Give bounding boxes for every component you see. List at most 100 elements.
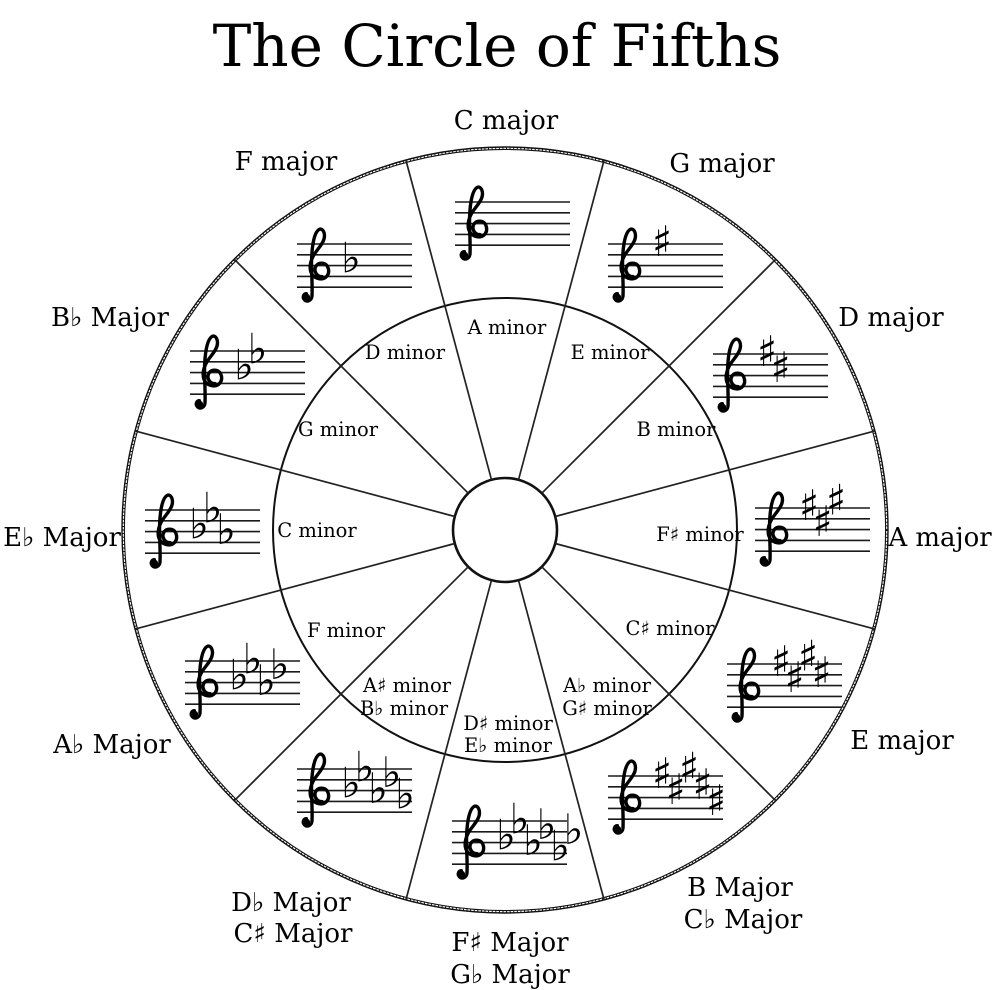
sector-e-major: E major C♯ minor ♯♯♯♯ <box>626 617 955 756</box>
sharp-icon: ♯ <box>826 476 846 525</box>
minor-key-label: B minor <box>637 418 717 441</box>
sector-a-major: A major F♯ minor ♯♯♯ <box>656 476 992 568</box>
minor-key-label: A♯ minor <box>362 674 452 697</box>
sector-divider <box>541 566 777 802</box>
sector-e-flat-major: E♭ Major C minor ♭♭♭ <box>3 483 357 570</box>
flat-icon: ♭ <box>341 234 361 283</box>
major-key-label: A♭ Major <box>52 730 171 760</box>
sector-d-flat-major: D♭ Major C♯ Major A♯ minor B♭ minor ♭♭♭♭… <box>231 674 452 949</box>
minor-key-label: G♯ minor <box>562 697 652 720</box>
sector-b-flat-major: B♭ Major G minor ♭♭ <box>51 303 379 441</box>
major-key-label: E♭ Major <box>3 523 121 553</box>
sharp-icon: ♯ <box>785 653 805 702</box>
sharp-icon: ♯ <box>757 327 777 376</box>
outer-circle-hatching <box>122 147 888 913</box>
sector-g-major: G major E minor ♯ <box>571 149 776 364</box>
minor-key-label: F minor <box>307 619 386 642</box>
sharp-icon: ♯ <box>812 648 832 697</box>
outer-circle <box>121 146 889 914</box>
key-signature-staff: ♯ <box>608 217 723 304</box>
flat-icon: ♭ <box>382 748 402 797</box>
flat-icon: ♭ <box>395 769 415 818</box>
sector-divider <box>541 258 777 494</box>
minor-key-label: E♭ minor <box>464 734 553 757</box>
sector-divider <box>233 566 469 802</box>
sector-divider <box>517 159 605 481</box>
key-signature-staff: ♯♯♯♯♯ <box>608 744 726 836</box>
sector-a-flat-major: A♭ Major F minor ♭♭♭♭ <box>52 619 386 760</box>
middle-circle <box>272 297 738 763</box>
sector-c-major: C major A minor <box>454 106 570 339</box>
sector-f-major: F major D minor ♭ <box>235 147 446 364</box>
sector-divider <box>405 579 493 901</box>
sharp-icon: ♯ <box>798 632 818 681</box>
major-key-label: F♯ Major <box>451 928 569 958</box>
key-signature-staff: ♭♭ <box>190 324 305 411</box>
flat-icon: ♭ <box>564 805 584 854</box>
major-key-label: B♭ Major <box>51 303 169 333</box>
sharp-icon: ♯ <box>666 765 686 814</box>
major-key-label: C♯ Major <box>233 919 353 949</box>
sector-divider <box>134 430 456 518</box>
key-signature-staff: ♯♯♯ <box>755 476 870 568</box>
major-key-label: G major <box>669 149 775 179</box>
sector-d-major: D major B minor ♯♯ <box>637 303 945 441</box>
sharp-icon: ♯ <box>679 744 699 793</box>
flat-icon: ♭ <box>189 500 209 549</box>
minor-key-label: D minor <box>365 341 446 364</box>
hub-circle <box>451 476 559 584</box>
sharp-icon: ♯ <box>771 343 791 392</box>
outer-circle-inner-edge <box>123 148 887 912</box>
major-key-label: B Major <box>687 873 793 903</box>
major-key-label: F major <box>235 147 338 177</box>
flat-icon: ♭ <box>229 651 249 700</box>
major-key-label: E major <box>850 726 954 756</box>
sector-divider <box>405 159 493 481</box>
minor-key-label: A minor <box>467 316 547 339</box>
minor-key-label: D♯ minor <box>463 712 553 735</box>
sector-divider <box>517 579 605 901</box>
minor-key-label: C♯ minor <box>626 617 716 640</box>
major-key-label: D major <box>838 303 944 333</box>
flat-icon: ♭ <box>243 634 263 683</box>
sector-b-major: B Major C♭ Major A♭ minor G♯ minor ♯♯♯♯♯ <box>562 674 803 935</box>
flat-icon: ♭ <box>203 483 223 532</box>
flat-icon: ♭ <box>341 759 361 808</box>
flat-icon: ♭ <box>550 821 570 870</box>
sector-divider <box>134 542 456 630</box>
sharp-icon: ♯ <box>813 497 833 546</box>
major-key-label: D♭ Major <box>231 888 351 918</box>
sharp-icon: ♯ <box>799 481 819 530</box>
key-signature-staff: ♭♭♭♭ <box>185 634 300 721</box>
minor-key-label: G minor <box>298 418 379 441</box>
sharp-icon: ♯ <box>706 776 726 825</box>
key-signature-staff: ♭ <box>297 227 412 304</box>
key-signature-staff: ♯♯ <box>713 327 828 414</box>
key-signature-staff: ♭♭♭ <box>145 483 260 570</box>
major-key-label: G♭ Major <box>450 960 570 990</box>
flat-icon: ♭ <box>256 656 276 705</box>
flat-icon: ♭ <box>270 640 290 689</box>
flat-icon: ♭ <box>248 324 268 373</box>
sharp-icon: ♯ <box>652 217 672 266</box>
sharp-icon: ♯ <box>652 749 672 798</box>
sector-f-sharp-major: F♯ Major G♭ Major D♯ minor E♭ minor ♭♭♭♭… <box>450 712 583 990</box>
key-signature-staff <box>455 185 570 262</box>
sector-divider <box>233 258 469 494</box>
minor-key-label: B♭ minor <box>360 697 449 720</box>
page-title: The Circle of Fifths <box>213 12 782 80</box>
flat-icon: ♭ <box>510 794 530 843</box>
minor-key-label: A♭ minor <box>562 674 652 697</box>
key-signature-staff: ♭♭♭♭♭♭ <box>452 794 584 881</box>
minor-key-label: E minor <box>571 341 650 364</box>
flat-icon: ♭ <box>355 742 375 791</box>
minor-key-label: F♯ minor <box>656 523 744 546</box>
flat-icon: ♭ <box>496 811 516 860</box>
flat-icon: ♭ <box>368 764 388 813</box>
flat-icon: ♭ <box>523 816 543 865</box>
major-key-label: C major <box>454 106 559 136</box>
minor-key-label: C minor <box>277 519 357 542</box>
sector-divider <box>554 542 876 630</box>
major-key-label: C♭ Major <box>684 905 803 935</box>
